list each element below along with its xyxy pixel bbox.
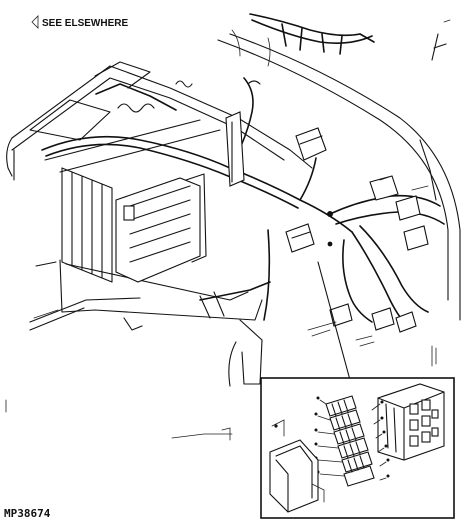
fuse-slot bbox=[431, 409, 439, 419]
fuse-slot bbox=[421, 399, 431, 411]
connector-cluster bbox=[395, 195, 421, 221]
fuse-slot bbox=[409, 403, 419, 415]
fuse bbox=[333, 423, 365, 445]
grille-block bbox=[61, 167, 207, 283]
fuse-cover-panel bbox=[269, 439, 319, 513]
grommet bbox=[327, 241, 333, 247]
fuse-slot bbox=[431, 427, 439, 437]
connector-cluster bbox=[369, 175, 399, 201]
connector-cluster bbox=[329, 303, 353, 327]
fuse bbox=[341, 451, 373, 473]
header-label-group: SEE ELSEWHERE bbox=[31, 15, 128, 29]
connector-module bbox=[285, 223, 315, 253]
inset-leader-line bbox=[317, 261, 351, 381]
fuse-slot bbox=[409, 419, 419, 431]
connector-cluster bbox=[403, 225, 429, 251]
inset-detail-box bbox=[260, 377, 455, 519]
upright-support bbox=[225, 111, 245, 187]
chassis-frame bbox=[6, 33, 461, 387]
fuse bbox=[325, 395, 357, 417]
connector-cluster bbox=[395, 311, 417, 333]
connector-cluster bbox=[371, 307, 395, 331]
relay-block bbox=[295, 127, 327, 161]
fuse bbox=[329, 409, 361, 431]
fuse-slot bbox=[409, 435, 419, 447]
grommet bbox=[327, 211, 333, 217]
components bbox=[5, 19, 451, 441]
fuse bbox=[343, 465, 375, 487]
fuse-slot bbox=[421, 431, 431, 443]
fuse-slot bbox=[421, 415, 431, 427]
bracket-small bbox=[123, 205, 135, 221]
header-label: SEE ELSEWHERE bbox=[42, 18, 128, 29]
figure-id: MP38674 bbox=[4, 507, 51, 520]
fuse bbox=[337, 437, 369, 459]
